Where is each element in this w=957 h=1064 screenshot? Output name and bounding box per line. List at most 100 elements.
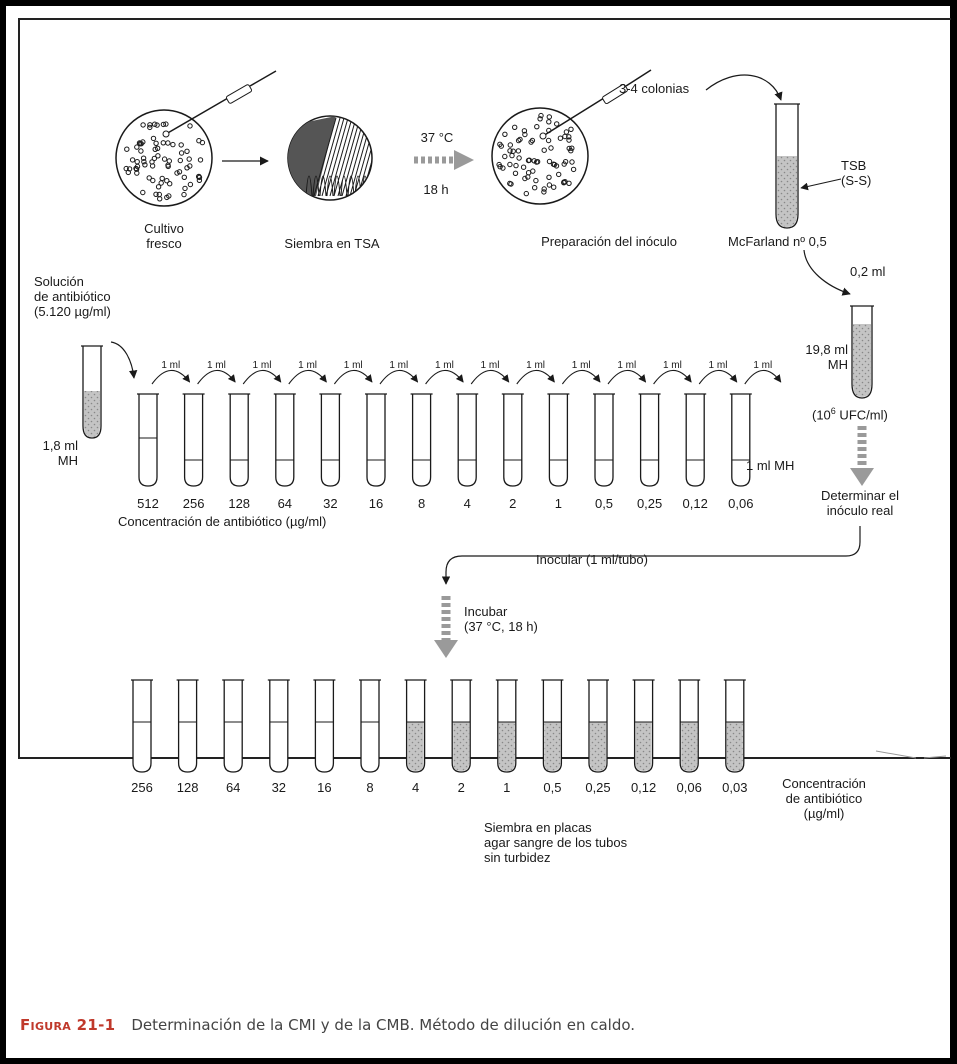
concentration-value: 8 bbox=[366, 780, 373, 795]
scan-mark bbox=[876, 751, 946, 758]
concentration-value: 256 bbox=[131, 780, 153, 795]
clear-tube bbox=[177, 680, 199, 772]
dilution-tube bbox=[684, 394, 706, 486]
clear-tube bbox=[313, 680, 335, 772]
clear-tube bbox=[359, 680, 381, 772]
label-plate-seeding: Siembra en placas agar sangre de los tub… bbox=[484, 820, 627, 865]
inoculum-tube bbox=[850, 306, 874, 398]
label-1ml-mh: 1 ml MH bbox=[746, 458, 794, 473]
label-198ml: 19,8 ml MH bbox=[778, 342, 848, 372]
concentration-value: 32 bbox=[323, 496, 337, 511]
concentration-value: 4 bbox=[464, 496, 471, 511]
transfer-volume-label: 1 ml bbox=[753, 360, 772, 371]
clear-tube bbox=[268, 680, 290, 772]
label-mcfarland: McFarland nº 0,5 bbox=[728, 234, 827, 249]
dilution-tube bbox=[319, 394, 341, 486]
diagram-canvas: 1 ml 1 ml 1 ml 1 ml 1 ml 1 ml 1 ml 1 ml 1 ml 1 ml… bbox=[6, 6, 950, 796]
arrow-colonies bbox=[706, 75, 781, 100]
label-concentration-right: Concentración de antibiótico (µg/ml) bbox=[782, 776, 866, 821]
label-02ml: 0,2 ml bbox=[850, 264, 885, 279]
label-inoculum-prep: Preparación del inóculo bbox=[541, 234, 677, 249]
figure-caption: Figura 21-1 Determinación de la CMI y de … bbox=[20, 1016, 635, 1034]
transfer-volume-label: 1 ml bbox=[207, 360, 226, 371]
transfer-volume-label: 1 ml bbox=[481, 360, 500, 371]
concentration-value: 16 bbox=[369, 496, 383, 511]
arrow-02ml bbox=[804, 250, 850, 294]
concentration-value: 8 bbox=[418, 496, 425, 511]
dilution-tube bbox=[365, 394, 387, 486]
concentration-value: 1 bbox=[555, 496, 562, 511]
concentration-value: 0,03 bbox=[722, 780, 747, 795]
concentration-value: 32 bbox=[272, 780, 286, 795]
caption-figure-number: Figura 21-1 bbox=[20, 1016, 115, 1034]
turbid-tube bbox=[587, 680, 609, 772]
tsa-streak-plate bbox=[288, 116, 388, 200]
transfer-arrow bbox=[289, 370, 327, 384]
transfer-arrow bbox=[699, 370, 737, 384]
transfer-volume-label: 1 ml bbox=[663, 360, 682, 371]
incubation-arrow-2 bbox=[434, 596, 458, 658]
concentration-value: 0,06 bbox=[677, 780, 702, 795]
concentration-value: 0,5 bbox=[543, 780, 561, 795]
turbid-tube bbox=[405, 680, 427, 772]
transfer-arrow bbox=[654, 370, 692, 384]
inoculation-loop-1 bbox=[163, 71, 276, 137]
transfer-arrow bbox=[608, 370, 646, 384]
fresh-culture-plate bbox=[116, 110, 212, 206]
concentration-value: 0,5 bbox=[595, 496, 613, 511]
transfer-arrow bbox=[517, 370, 555, 384]
turbid-tube bbox=[633, 680, 655, 772]
inoculum-plate bbox=[492, 108, 588, 204]
mcfarland-tube bbox=[774, 104, 800, 228]
label-incubate: Incubar (37 °C, 18 h) bbox=[464, 604, 538, 634]
concentration-value: 2 bbox=[509, 496, 516, 511]
clear-tube bbox=[131, 680, 153, 772]
concentration-value: 128 bbox=[228, 496, 250, 511]
dilution-tube bbox=[502, 394, 524, 486]
transfer-volume-label: 1 ml bbox=[253, 360, 272, 371]
concentration-value: 64 bbox=[226, 780, 240, 795]
label-determine-inoculum: Determinar el inóculo real bbox=[821, 488, 899, 518]
caption-text: Determinación de la CMI y de la CMB. Mét… bbox=[131, 1016, 635, 1034]
transfer-arrow bbox=[243, 370, 281, 384]
transfer-volume-label: 1 ml bbox=[526, 360, 545, 371]
dilution-tube bbox=[547, 394, 569, 486]
inoculate-connector bbox=[446, 526, 860, 584]
stock-solution-tube bbox=[81, 346, 103, 438]
dilution-tube bbox=[593, 394, 615, 486]
dilution-tube bbox=[183, 394, 205, 486]
transfer-arrow bbox=[471, 370, 509, 384]
label-inoculate: Inocular (1 ml/tubo) bbox=[536, 552, 648, 567]
turbid-tube bbox=[541, 680, 563, 772]
figure-frame: 1 ml 1 ml 1 ml 1 ml 1 ml 1 ml 1 ml 1 ml 1 ml 1 ml… bbox=[6, 6, 950, 1058]
turbid-tube bbox=[450, 680, 472, 772]
turbid-tube bbox=[678, 680, 700, 772]
label-time-1: 18 h bbox=[423, 182, 448, 197]
transfer-arrow bbox=[745, 370, 781, 384]
concentration-value: 0,12 bbox=[683, 496, 708, 511]
concentration-value: 64 bbox=[278, 496, 292, 511]
transfer-arrow bbox=[562, 370, 600, 384]
label-antibiotic-solution: Solución de antibiótico (5.120 µg/ml) bbox=[34, 274, 111, 319]
transfer-volume-label: 1 ml bbox=[572, 360, 591, 371]
transfer-arrow bbox=[426, 370, 464, 384]
concentration-value: 1 bbox=[503, 780, 510, 795]
transfer-volume-label: 1 ml bbox=[617, 360, 636, 371]
concentration-value: 128 bbox=[177, 780, 199, 795]
concentration-value: 512 bbox=[137, 496, 159, 511]
label-temp-1: 37 °C bbox=[421, 130, 454, 145]
arrow-stock bbox=[111, 342, 134, 378]
label-fresh-culture: Cultivo fresco bbox=[144, 221, 184, 251]
transfer-volume-label: 1 ml bbox=[161, 360, 180, 371]
concentration-value: 0,06 bbox=[728, 496, 753, 511]
concentration-value: 0,25 bbox=[585, 780, 610, 795]
label-tsa: Siembra en TSA bbox=[284, 236, 379, 251]
dilution-tube bbox=[228, 394, 250, 486]
label-diluent: 1,8 ml MH bbox=[36, 438, 78, 468]
transfer-arrow bbox=[198, 370, 236, 384]
concentration-value: 16 bbox=[317, 780, 331, 795]
label-ufc: (106 UFC/ml) bbox=[812, 404, 888, 422]
transfer-volume-label: 1 ml bbox=[298, 360, 317, 371]
transfer-arrow bbox=[152, 370, 190, 384]
transfer-arrow bbox=[380, 370, 418, 384]
